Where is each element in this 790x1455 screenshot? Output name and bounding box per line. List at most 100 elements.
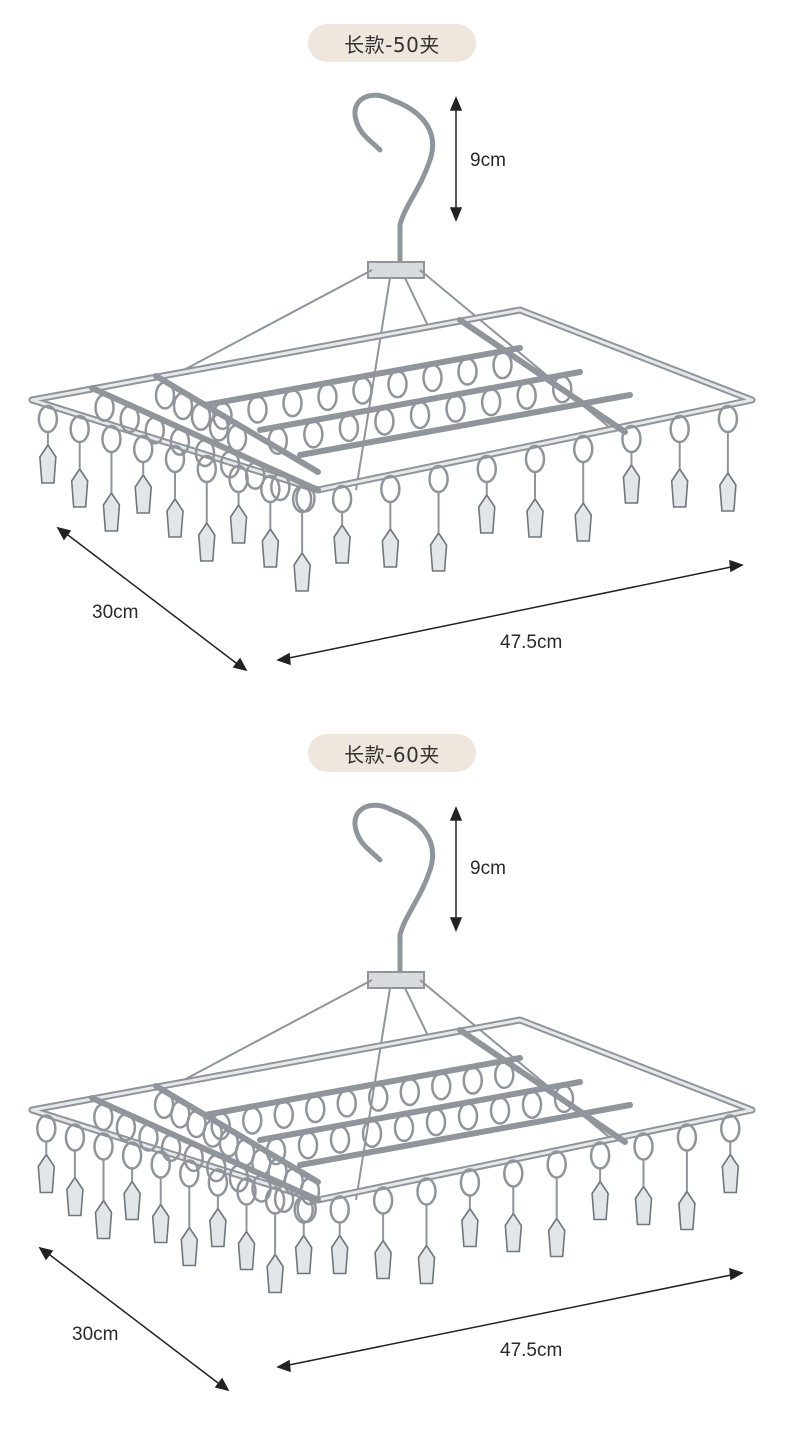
clip-icon <box>553 1084 575 1114</box>
clip-icon <box>393 1113 415 1143</box>
clip-icon <box>303 420 324 449</box>
clip-icon <box>416 1177 437 1285</box>
clip-icon <box>503 1159 524 1253</box>
clip-icon <box>132 434 154 514</box>
clip-icon <box>352 376 373 405</box>
clip-icon <box>551 374 573 404</box>
clip-icon <box>633 1132 654 1226</box>
clip-icon <box>207 1168 229 1248</box>
clip-icon <box>226 423 248 453</box>
clip-icon <box>190 402 212 431</box>
clip-icon <box>93 1132 114 1240</box>
clip-icon <box>121 1141 143 1221</box>
clip-icon <box>115 1113 137 1142</box>
clip-icon <box>69 414 90 508</box>
clip-icon <box>431 1072 452 1101</box>
depth-dimension-label: 30cm <box>72 1324 119 1345</box>
dimension-arrow-icon <box>276 559 744 666</box>
hook-icon <box>352 92 436 265</box>
clip-icon <box>160 1133 182 1162</box>
clip-icon <box>267 426 289 456</box>
clip-icon <box>228 464 249 544</box>
clip-icon <box>305 1094 326 1124</box>
clip-icon <box>101 424 122 532</box>
clip-icon <box>329 1195 350 1275</box>
clip-icon <box>338 413 360 443</box>
clip-icon <box>516 381 537 410</box>
clip-icon <box>480 387 502 417</box>
clip-icon <box>331 484 353 564</box>
clip-icon <box>164 444 186 538</box>
clip-icon <box>242 1106 263 1135</box>
clip-icon <box>317 382 338 412</box>
clip-icon <box>676 1123 698 1231</box>
width-dimension-label: 47.5cm <box>500 1340 563 1361</box>
hanger-top-plate <box>367 261 425 279</box>
clip-icon <box>524 444 546 538</box>
clip-icon <box>445 394 466 423</box>
clip-icon <box>459 1168 481 1248</box>
clip-icon <box>138 1123 159 1152</box>
variant-badge: 长款-60夹 <box>308 734 476 772</box>
clip-icon <box>154 381 176 410</box>
hanger-frame <box>28 306 756 494</box>
clip-icon <box>457 1102 479 1131</box>
dimension-arrow-icon <box>449 96 463 222</box>
clip-icon <box>546 1150 567 1258</box>
clip-icon <box>425 1107 447 1137</box>
clip-icon <box>521 1090 543 1119</box>
clip-icon <box>428 464 449 572</box>
clip-icon <box>494 1060 515 1090</box>
clip-icon <box>336 1089 357 1118</box>
clip-icon <box>720 1114 741 1194</box>
clip-icon <box>295 484 316 513</box>
clip-icon <box>36 1114 57 1194</box>
clip-icon <box>589 1141 611 1221</box>
hanger-top-plate <box>367 971 425 989</box>
clip-icon <box>179 1159 200 1267</box>
clip-icon <box>380 474 401 568</box>
clip-icon <box>572 434 594 542</box>
clip-icon <box>244 461 266 490</box>
dimension-arrow-icon <box>449 806 463 932</box>
dimension-arrow-icon <box>38 1246 230 1392</box>
clip-icon <box>372 1186 394 1280</box>
clip-icon <box>492 350 513 380</box>
clip-icon <box>183 1143 204 1173</box>
clip-icon <box>457 357 478 386</box>
variant-badge: 长款-50夹 <box>308 24 476 62</box>
clip-icon <box>489 1096 511 1125</box>
clip-icon <box>37 404 59 484</box>
clip-icon <box>270 472 291 502</box>
clip-icon <box>361 1119 383 1148</box>
dimension-arrow-icon <box>276 1267 744 1373</box>
clip-icon <box>219 450 241 479</box>
clip-icon <box>399 1077 420 1107</box>
clip-icon <box>247 395 268 424</box>
clip-icon <box>291 484 313 592</box>
clip-icon <box>387 369 408 399</box>
clip-icon <box>206 1153 227 1183</box>
clip-icon <box>273 1100 294 1129</box>
product-panel-50: 长款-50夹 <box>0 0 790 720</box>
clip-icon <box>172 391 194 421</box>
clip-icon <box>476 454 498 534</box>
clip-icon <box>150 1150 171 1244</box>
clip-icon <box>717 404 739 512</box>
product-panel-60: 长款-60夹 <box>0 710 790 1430</box>
clip-icon <box>208 413 230 442</box>
height-dimension-label: 9cm <box>470 858 506 879</box>
clip-icon <box>368 1083 389 1112</box>
clip-icon <box>297 1131 319 1160</box>
height-dimension-label: 9cm <box>470 150 506 171</box>
clip-icon <box>64 1123 86 1217</box>
clip-icon <box>228 1164 250 1193</box>
width-dimension-label: 47.5cm <box>500 632 563 653</box>
clip-icon <box>260 474 281 568</box>
clip-icon <box>462 1066 483 1095</box>
clip-icon <box>374 407 395 436</box>
clip-icon <box>94 393 115 422</box>
clip-icon <box>282 388 303 418</box>
clip-icon <box>169 427 191 456</box>
clothes-hanger-illustration <box>28 802 756 1392</box>
